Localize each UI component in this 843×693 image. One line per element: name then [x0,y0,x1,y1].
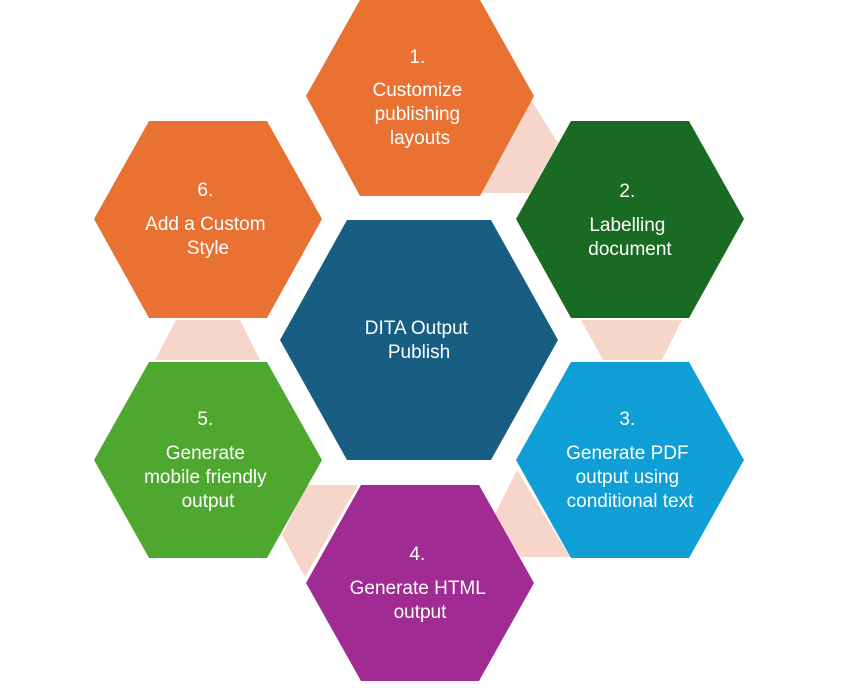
step-6-label: 6. Add a Custom Style [145,180,271,259]
step-1-text-line: Customize [372,80,462,101]
connector-2-3 [581,320,682,360]
step-6-text-line: Add a Custom [145,214,265,235]
center-label-line: Publish [388,342,450,363]
step-4-shape [306,485,534,681]
step-6-text-line: Style [187,238,229,259]
step-4-hexagon: 4. Generate HTML output [306,485,534,681]
step-1-text-line: publishing [375,104,461,125]
step-3-shape [516,362,744,558]
step-2-hexagon: 2. Labelling document [516,121,744,318]
connector-3-4 [494,470,570,557]
step-5-text-line: output [182,491,236,512]
step-2-text-line: document [588,239,672,260]
step-3-number: 3. [619,409,635,430]
step-5-text-line: mobile friendly [144,467,267,488]
step-3-label: 3. Generate PDF output using conditional… [566,409,694,512]
connector-5-6 [155,320,260,360]
connector-layer [155,100,682,577]
step-2-label: 2. Labelling document [588,181,672,260]
step-1-hexagon: 1. Customize publishing layouts [306,0,534,196]
step-3-text-line: Generate PDF [566,443,689,464]
step-2-number: 2. [619,181,635,202]
center-label: DITA Output Publish [365,318,473,363]
step-5-text-line: Generate [166,443,245,464]
center-hexagon: DITA Output Publish [280,220,558,460]
step-6-hexagon: 6. Add a Custom Style [94,121,322,318]
step-4-number: 4. [409,544,425,565]
step-5-number: 5. [197,409,213,430]
connector-4-5 [282,485,358,577]
step-2-text-line: Labelling [589,215,665,236]
step-4-text-line: Generate HTML [350,578,486,599]
step-3-text-line: conditional text [567,491,694,512]
step-5-label: 5. Generate mobile friendly output [144,409,272,512]
step-5-hexagon: 5. Generate mobile friendly output [94,362,322,558]
step-1-shape [306,0,534,196]
step-4-text-line: output [394,602,448,623]
step-3-text-line: output using [576,467,680,488]
step-6-shape [94,121,322,318]
center-label-line: DITA Output [365,318,469,339]
step-5-shape [94,362,322,558]
step-1-label: 1. Customize publishing layouts [372,47,467,149]
step-1-text-line: layouts [390,128,450,149]
center-hexagon-shape [280,220,558,460]
step-6-number: 6. [197,180,213,201]
step-1-number: 1. [409,47,425,68]
step-3-hexagon: 3. Generate PDF output using conditional… [516,362,744,558]
step-2-shape [516,121,744,318]
connector-1-2 [480,100,558,193]
step-4-label: 4. Generate HTML output [350,544,491,623]
